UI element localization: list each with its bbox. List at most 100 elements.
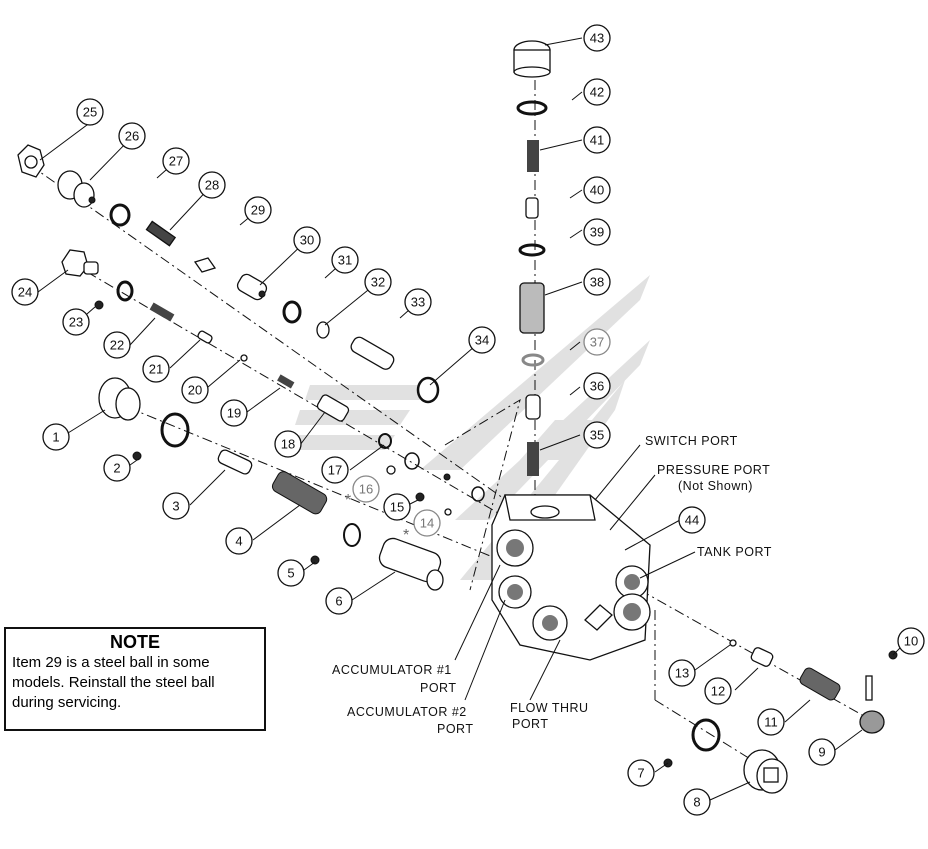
callout-number: 42 — [590, 85, 604, 100]
callout-circle — [331, 246, 359, 274]
callout-number: 33 — [411, 295, 425, 310]
callout-number: 31 — [338, 253, 352, 268]
callout-37: 37 — [583, 328, 611, 356]
part-41-spring — [527, 140, 539, 172]
callout-circle — [404, 288, 432, 316]
callout-circle — [683, 788, 711, 816]
part-28-spring — [145, 220, 177, 247]
callout-1: 1 — [42, 423, 70, 451]
callout-number: 9 — [818, 745, 825, 760]
part-26-fitting — [57, 170, 96, 208]
assembly-axis-lines — [29, 60, 881, 766]
callout-number: 36 — [590, 379, 604, 394]
callout-bubbles: 1234567891011121314151617181920212223242… — [11, 24, 925, 816]
callout-circle — [583, 24, 611, 52]
callout-circle — [277, 559, 305, 587]
part-33-sleeve — [350, 336, 395, 370]
callout-circle — [198, 171, 226, 199]
part-10-pin — [865, 650, 898, 701]
callout-circle — [162, 147, 190, 175]
callout-number: 22 — [110, 338, 124, 353]
callout-number: 12 — [711, 684, 725, 699]
part-21-oring — [116, 280, 134, 302]
callout-circle — [325, 587, 353, 615]
part-17-ring — [378, 433, 392, 449]
part-23-ball — [94, 300, 104, 310]
part-19-spring — [277, 374, 295, 389]
callout-number: 25 — [83, 105, 97, 120]
callout-circle — [383, 493, 411, 521]
callout-circle — [76, 98, 104, 126]
callout-34: 34 — [468, 326, 496, 354]
part-37-washer — [521, 353, 545, 367]
part-31-oring — [282, 300, 302, 324]
callout-2: 2 — [103, 454, 131, 482]
callout-circle — [62, 308, 90, 336]
part-11-spring — [799, 667, 841, 701]
callout-number: 11 — [764, 715, 778, 730]
callout-25: 25 — [76, 98, 104, 126]
part-27-oring — [109, 203, 131, 227]
callout-33: 33 — [404, 288, 432, 316]
callout-number: 27 — [169, 154, 183, 169]
callout-43: 43 — [583, 24, 611, 52]
callout-number: 10 — [904, 634, 918, 649]
callout-number: 13 — [675, 666, 689, 681]
callout-number: 4 — [235, 534, 242, 549]
note-box: NOTE Item 29 is a steel ball in some mod… — [4, 627, 266, 731]
callout-number: 5 — [287, 566, 294, 581]
callout-circle — [321, 456, 349, 484]
callout-circle — [103, 454, 131, 482]
callout-number: 17 — [328, 463, 342, 478]
part-13-ball — [729, 639, 737, 647]
part-16-ring — [404, 452, 420, 470]
note-line: models. Reinstall the steel ball — [12, 674, 215, 691]
callout-circle — [468, 326, 496, 354]
tank-port-label: TANK PORT — [697, 545, 772, 559]
callout-number: 34 — [475, 333, 489, 348]
callout-circle — [162, 492, 190, 520]
callout-26: 26 — [118, 122, 146, 150]
part-1-plug — [98, 377, 141, 421]
callout-30: 30 — [293, 226, 321, 254]
note-text: Item 29 is a steel ball in some models. … — [6, 653, 264, 713]
part-22-spring — [149, 302, 175, 322]
part-29-poppet — [193, 257, 217, 273]
callout-24: 24 — [11, 278, 39, 306]
callout-number: 7 — [637, 766, 644, 781]
callout-number: 15 — [390, 500, 404, 515]
callout-circle — [897, 627, 925, 655]
part-36-poppet — [525, 394, 541, 420]
part-34-ring — [416, 376, 440, 404]
callout-32: 32 — [364, 268, 392, 296]
callout-17: 17 — [321, 456, 349, 484]
callout-number: 14 — [420, 516, 434, 531]
callout-circle — [42, 423, 70, 451]
part-6-spool — [378, 537, 444, 591]
callout-8: 8 — [683, 788, 711, 816]
callout-circle — [757, 708, 785, 736]
part-40-poppet — [525, 197, 539, 219]
callout-14: 14 — [413, 509, 441, 537]
flow-thru-label: FLOW THRU — [510, 701, 589, 715]
callout-number: 3 — [172, 499, 179, 514]
callout-21: 21 — [142, 355, 170, 383]
callout-circle — [142, 355, 170, 383]
asterisk-16: * — [345, 492, 352, 509]
callout-number: 38 — [590, 275, 604, 290]
port-labels: SWITCH PORT PRESSURE PORT (Not Shown) TA… — [332, 434, 772, 736]
callout-7: 7 — [627, 759, 655, 787]
callout-number: 19 — [227, 406, 241, 421]
callout-circle — [704, 677, 732, 705]
callout-number: 35 — [590, 428, 604, 443]
callout-circle — [678, 506, 706, 534]
part-43-cap — [513, 40, 551, 78]
callout-circle — [583, 78, 611, 106]
part-25-nut — [17, 144, 45, 178]
part-14-ball — [444, 508, 452, 516]
part-32-washer — [316, 321, 330, 339]
callout-number: 29 — [251, 203, 265, 218]
callout-circle — [103, 331, 131, 359]
callout-number: 21 — [149, 362, 163, 377]
callout-circle — [627, 759, 655, 787]
